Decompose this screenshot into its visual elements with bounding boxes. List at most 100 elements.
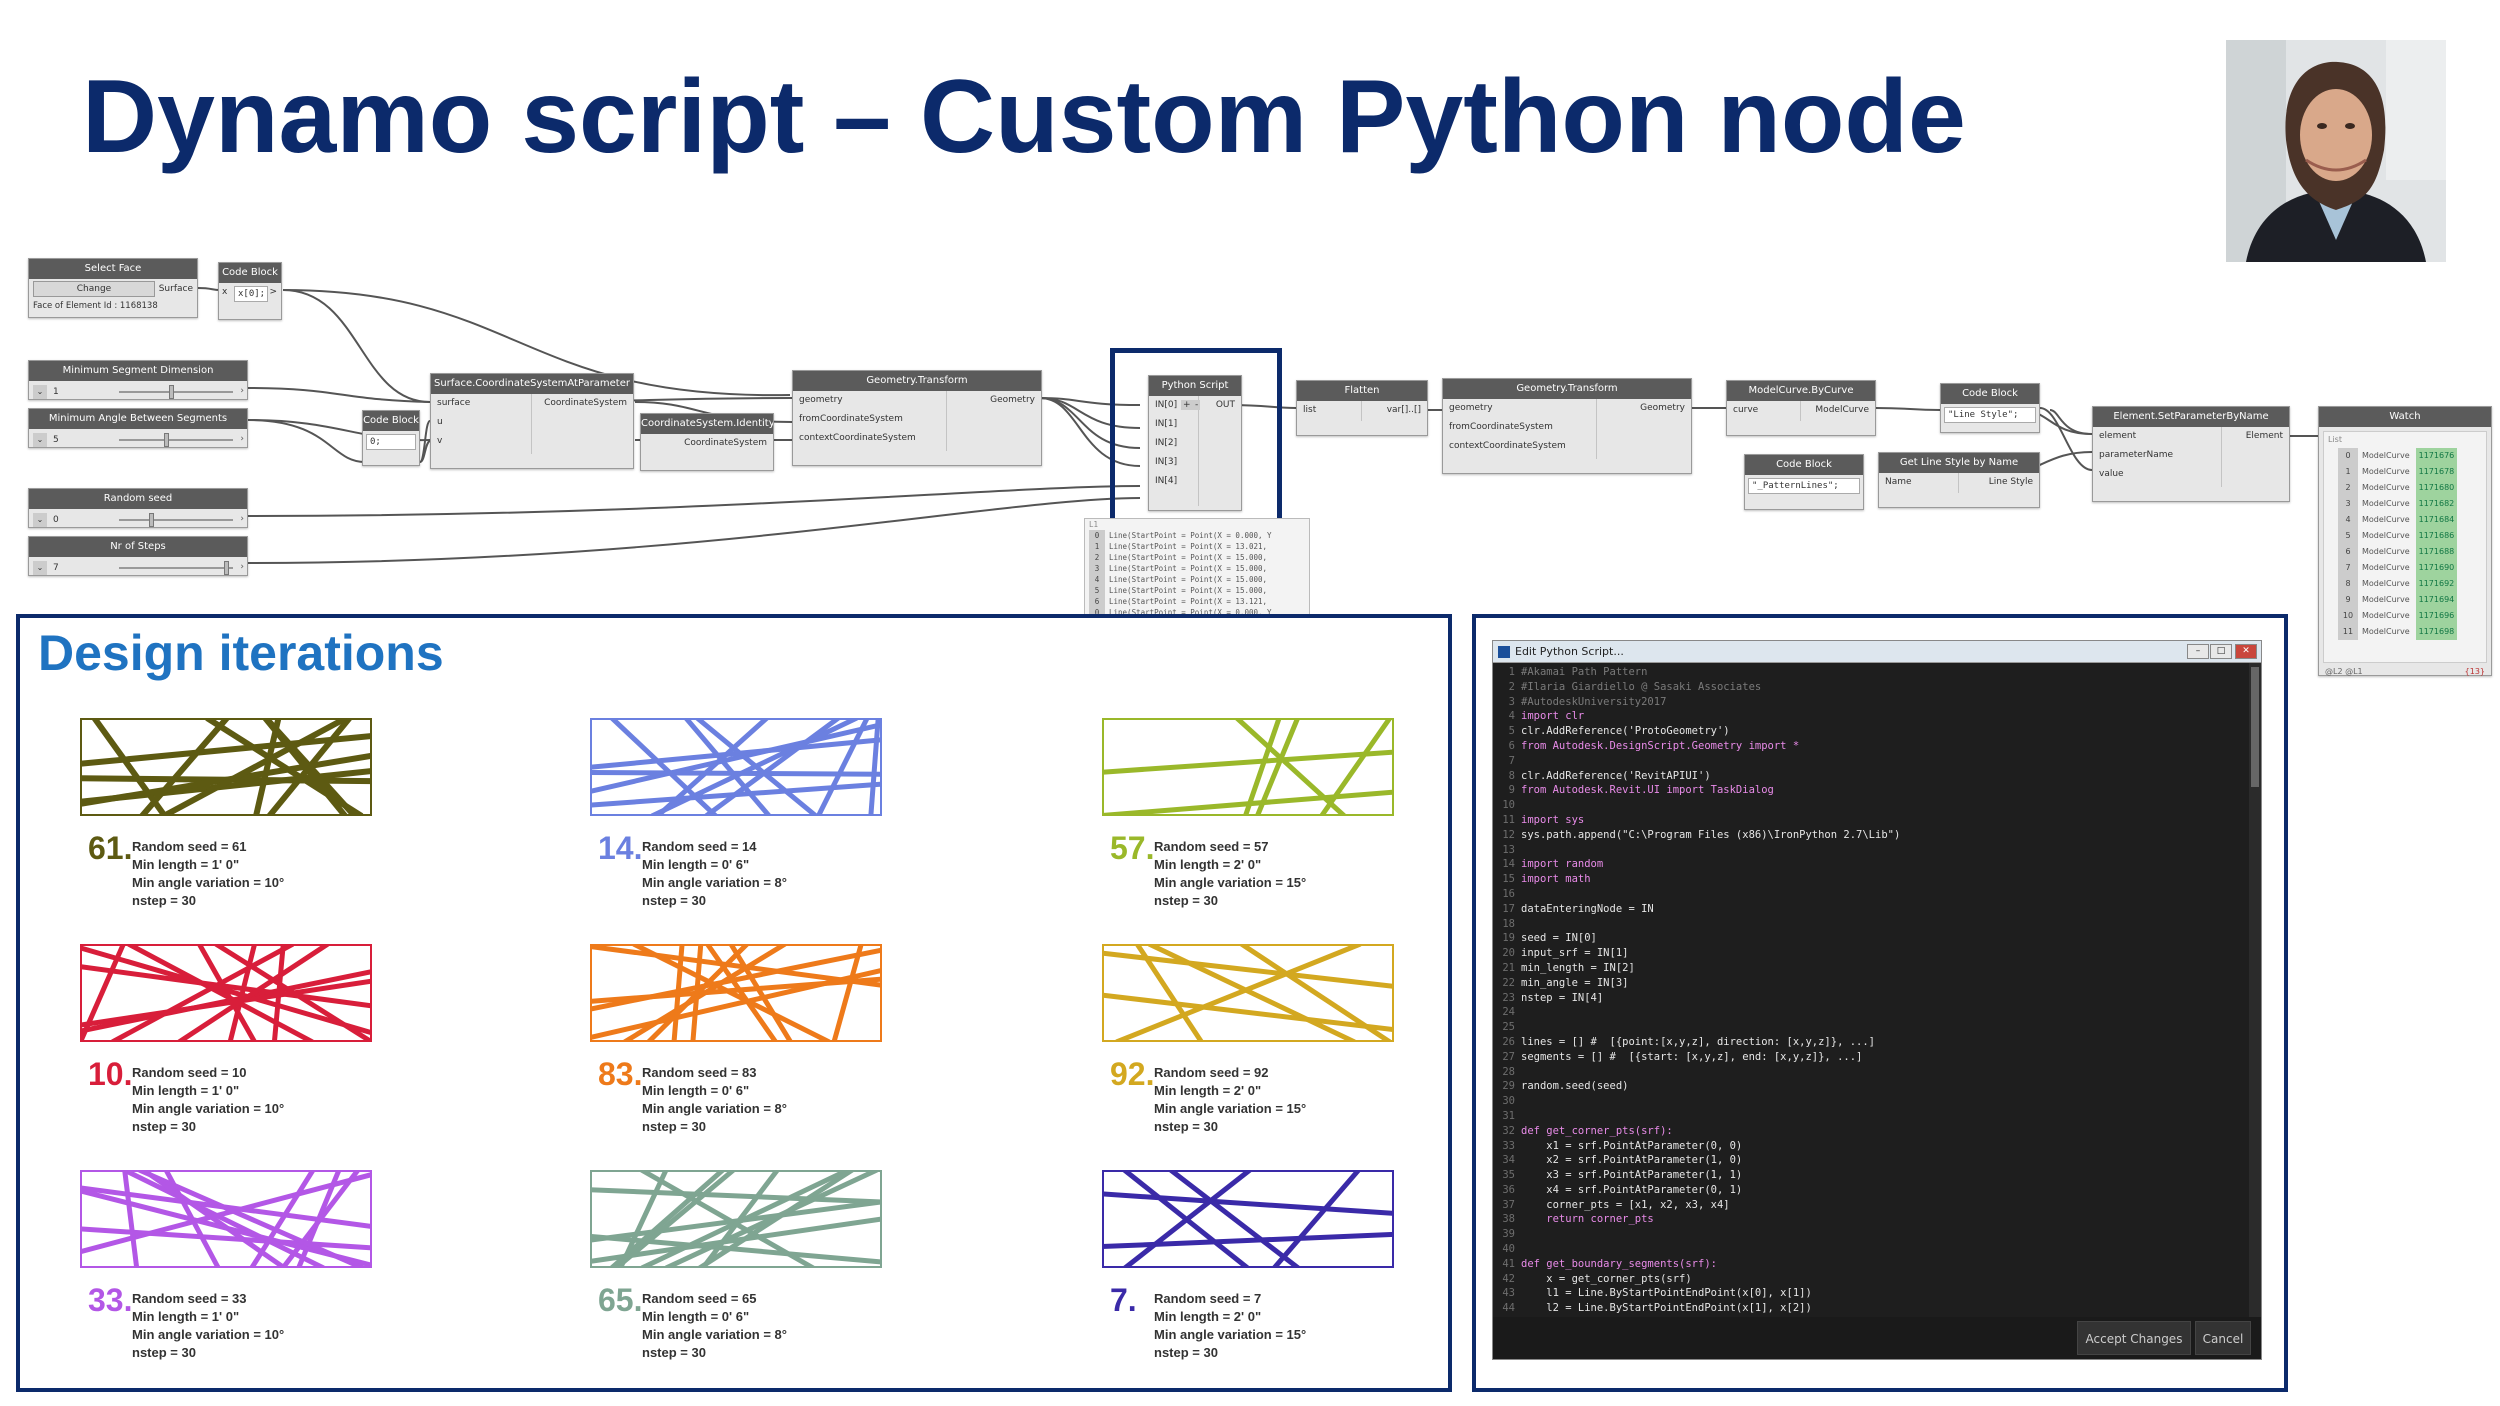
element-id[interactable]: 1171684 bbox=[2415, 512, 2458, 528]
element-id[interactable]: 1171678 bbox=[2415, 464, 2458, 480]
port-in-name[interactable]: Name bbox=[1885, 477, 1912, 487]
slider-track[interactable] bbox=[119, 567, 233, 569]
element-id[interactable]: 1171680 bbox=[2415, 480, 2458, 496]
slider-track[interactable] bbox=[119, 519, 233, 521]
close-icon[interactable]: ✕ bbox=[2235, 644, 2257, 659]
cs-identity-node[interactable]: CoordinateSystem.Identity CoordinateSyst… bbox=[640, 413, 774, 471]
port-in-0[interactable]: IN[0] bbox=[1155, 400, 1178, 410]
geometry-transform-node[interactable]: Geometry.Transform geometry fromCoordina… bbox=[792, 370, 1042, 466]
port-in-context-cs[interactable]: contextCoordinateSystem bbox=[1449, 441, 1566, 451]
element-id[interactable]: 1171696 bbox=[2415, 608, 2458, 624]
element-id[interactable]: 1171694 bbox=[2415, 592, 2458, 608]
port-in-element[interactable]: element bbox=[2099, 431, 2137, 441]
maximize-icon[interactable]: □ bbox=[2210, 644, 2232, 659]
slider-thumb[interactable] bbox=[164, 433, 169, 447]
port-in-from-cs[interactable]: fromCoordinateSystem bbox=[1449, 422, 1553, 432]
element-id[interactable]: 1171690 bbox=[2415, 560, 2458, 576]
random-seed-slider[interactable]: Random seed ⌄0› bbox=[28, 488, 248, 528]
port-in-4[interactable]: IN[4] bbox=[1155, 476, 1178, 486]
port-out[interactable]: OUT bbox=[1215, 400, 1235, 410]
geometry-transform-node-2[interactable]: Geometry.Transform geometry fromCoordina… bbox=[1442, 378, 1692, 474]
port-out-element[interactable]: Element bbox=[2245, 431, 2283, 441]
select-face-node[interactable]: Select Face Change Surface Face of Eleme… bbox=[28, 258, 198, 318]
slider-track[interactable] bbox=[119, 439, 233, 441]
remove-input-button[interactable]: - bbox=[1193, 400, 1201, 410]
port-out[interactable]: > bbox=[269, 287, 277, 297]
minimize-icon[interactable]: – bbox=[2187, 644, 2209, 659]
pattern-line bbox=[80, 1226, 372, 1251]
code-input[interactable]: 0; bbox=[366, 434, 416, 450]
row-type: ModelCurve bbox=[2362, 483, 2410, 492]
element-id[interactable]: 1171688 bbox=[2415, 544, 2458, 560]
port-in-2[interactable]: IN[2] bbox=[1155, 438, 1178, 448]
chevron-down-icon[interactable]: ⌄ bbox=[33, 561, 47, 575]
port-out-line-style[interactable]: Line Style bbox=[1988, 477, 2033, 487]
port-in-geometry[interactable]: geometry bbox=[799, 395, 843, 405]
port-out-cs[interactable]: CoordinateSystem bbox=[684, 438, 767, 448]
code-input[interactable]: "Line Style"; bbox=[1944, 407, 2036, 423]
python-script-node[interactable]: Python Script IN[0] IN[1] IN[2] IN[3] IN… bbox=[1148, 375, 1242, 511]
code-text: sys.path.append("C:\Program Files (x86)\… bbox=[1521, 828, 1901, 841]
port-out-cs[interactable]: CoordinateSystem bbox=[544, 398, 627, 408]
port-in-x[interactable]: x bbox=[222, 287, 228, 297]
port-out[interactable]: var[]..[] bbox=[1386, 405, 1421, 415]
port-in-from-cs[interactable]: fromCoordinateSystem bbox=[799, 414, 903, 424]
port-in-v[interactable]: v bbox=[437, 436, 443, 446]
code-input[interactable]: "_PatternLines"; bbox=[1748, 478, 1860, 494]
element-id[interactable]: 1171676 bbox=[2415, 448, 2458, 464]
scrollbar-thumb[interactable] bbox=[2251, 667, 2259, 787]
element-id[interactable]: 1171682 bbox=[2415, 496, 2458, 512]
surface-cs-node[interactable]: Surface.CoordinateSystemAtParameter surf… bbox=[430, 373, 634, 469]
code-block-line-style[interactable]: Code Block "Line Style"; bbox=[1940, 383, 2040, 433]
line-number: 4 bbox=[1508, 710, 1515, 723]
cancel-button[interactable]: Cancel bbox=[2195, 1321, 2251, 1355]
editor-titlebar[interactable]: Edit Python Script... – □ ✕ bbox=[1493, 641, 2261, 663]
min-angle-slider[interactable]: Minimum Angle Between Segments ⌄5› bbox=[28, 408, 248, 448]
flatten-node[interactable]: Flatten list var[]..[] bbox=[1296, 380, 1428, 436]
slider-thumb[interactable] bbox=[224, 561, 229, 575]
port-in-geometry[interactable]: geometry bbox=[1449, 403, 1493, 413]
editor-scrollbar[interactable] bbox=[2249, 663, 2261, 1318]
element-id[interactable]: 1171692 bbox=[2415, 576, 2458, 592]
editor-title: Edit Python Script... bbox=[1515, 645, 1624, 658]
port-in-u[interactable]: u bbox=[437, 417, 443, 427]
port-in-curve[interactable]: curve bbox=[1733, 405, 1759, 415]
port-in-value[interactable]: value bbox=[2099, 469, 2124, 479]
chevron-down-icon[interactable]: ⌄ bbox=[33, 385, 47, 399]
code-block-zero-node[interactable]: Code Block 0; bbox=[362, 410, 420, 466]
slider-thumb[interactable] bbox=[169, 385, 174, 399]
change-button[interactable]: Change bbox=[33, 281, 155, 297]
chevron-down-icon[interactable]: ⌄ bbox=[33, 433, 47, 447]
min-segment-slider[interactable]: Minimum Segment Dimension ⌄1› bbox=[28, 360, 248, 400]
port-in-1[interactable]: IN[1] bbox=[1155, 419, 1178, 429]
port-out-geometry[interactable]: Geometry bbox=[990, 395, 1035, 405]
add-input-button[interactable]: + bbox=[1181, 400, 1193, 410]
port-out-surface[interactable]: Surface bbox=[158, 284, 193, 294]
nr-steps-slider[interactable]: Nr of Steps ⌄7› bbox=[28, 536, 248, 576]
port-out-model-curve[interactable]: ModelCurve bbox=[1815, 405, 1869, 415]
code-block-pattern-lines[interactable]: Code Block "_PatternLines"; bbox=[1744, 454, 1864, 510]
port-in-surface[interactable]: surface bbox=[437, 398, 471, 408]
accept-changes-button[interactable]: Accept Changes bbox=[2077, 1321, 2191, 1355]
element-id[interactable]: 1171698 bbox=[2415, 624, 2458, 640]
slider-track[interactable] bbox=[119, 391, 233, 393]
port-out-geometry[interactable]: Geometry bbox=[1640, 403, 1685, 413]
code-text: import math bbox=[1521, 873, 1591, 886]
port-in-list[interactable]: list bbox=[1303, 405, 1317, 415]
element-id[interactable]: 1171686 bbox=[2415, 528, 2458, 544]
get-line-style-node[interactable]: Get Line Style by Name Name Line Style bbox=[1878, 452, 2040, 508]
slider-thumb[interactable] bbox=[149, 513, 154, 527]
row-index: 6 bbox=[1089, 596, 1105, 607]
set-parameter-node[interactable]: Element.SetParameterByName element param… bbox=[2092, 406, 2290, 502]
port-in-3[interactable]: IN[3] bbox=[1155, 457, 1178, 467]
port-in-context-cs[interactable]: contextCoordinateSystem bbox=[799, 433, 916, 443]
code-input[interactable]: x[0]; bbox=[234, 286, 268, 302]
python-editor-window[interactable]: Edit Python Script... – □ ✕ 1#Akamai Pat… bbox=[1492, 640, 2262, 1360]
port-in-parameter-name[interactable]: parameterName bbox=[2099, 450, 2174, 460]
code-block-node[interactable]: Code Block x x[0]; > bbox=[218, 262, 282, 320]
model-curve-node[interactable]: ModelCurve.ByCurve curve ModelCurve bbox=[1726, 380, 1876, 436]
chevron-down-icon[interactable]: ⌄ bbox=[33, 513, 47, 527]
